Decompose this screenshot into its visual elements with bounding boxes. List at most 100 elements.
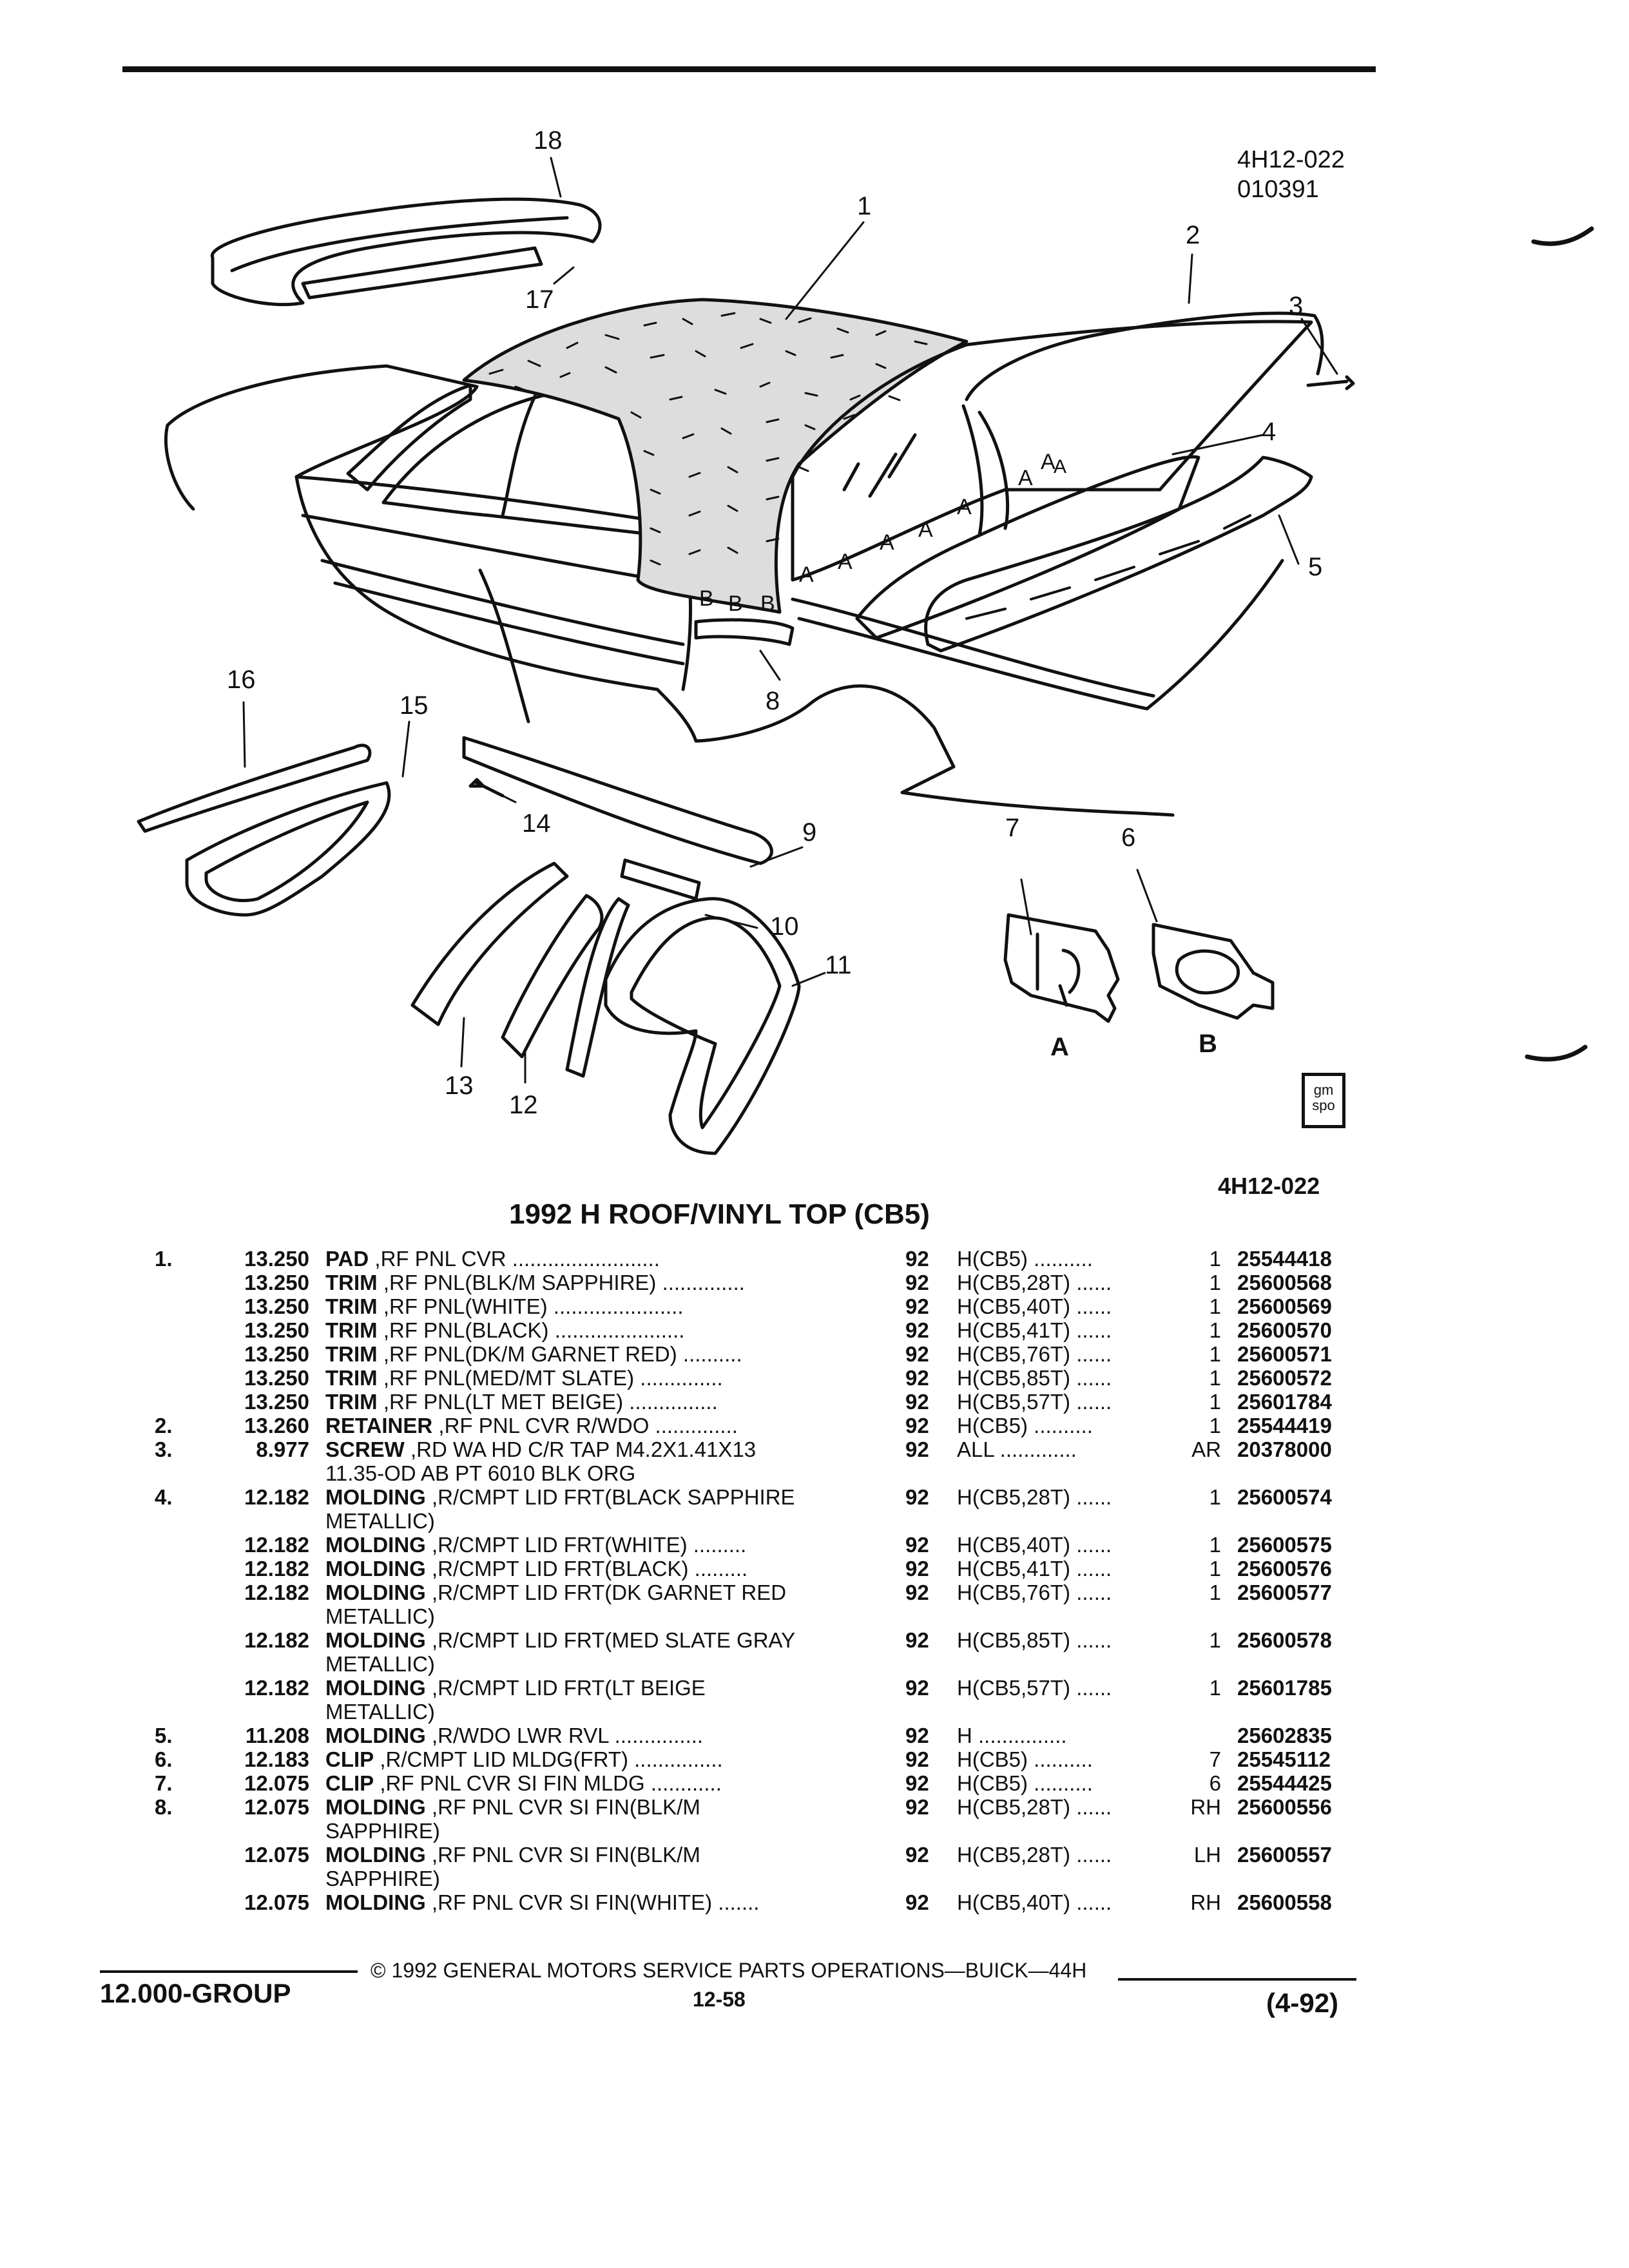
drawing-date: 010391: [1237, 176, 1319, 203]
quantity: 7: [1209, 1747, 1221, 1771]
part-10-molding: [620, 858, 701, 901]
series-code: H(CB5,41T) ......: [957, 1318, 1112, 1342]
part-number: 25600576: [1237, 1557, 1332, 1581]
part-name: MOLDING: [325, 1724, 426, 1747]
part-name: TRIM: [325, 1318, 378, 1342]
part-desc-continuation: METALLIC): [325, 1652, 435, 1676]
quantity: 1: [1209, 1294, 1221, 1318]
part-desc-text: ,RF PNL CVR SI FIN(WHITE) .......: [432, 1890, 760, 1914]
part-15-seal: [185, 781, 391, 917]
part-desc-text: ,R/WDO LWR RVL ...............: [432, 1724, 704, 1747]
item-number: 7.: [155, 1771, 173, 1795]
part-2-retainer: [961, 311, 1324, 537]
model-year: 92: [905, 1890, 929, 1914]
part-4-molding: [855, 455, 1200, 640]
footer-copyright: © 1992 GENERAL MOTORS SERVICE PARTS OPER…: [371, 1959, 1087, 1982]
part-name: RETAINER: [325, 1414, 433, 1437]
part-5-molding: [924, 456, 1313, 653]
footer-rule-left: [100, 1970, 358, 1973]
seal-label-a: A: [1018, 466, 1033, 490]
part-number: 25600575: [1237, 1533, 1332, 1557]
callout-6: 6: [1121, 823, 1136, 852]
part-name: SCREW: [325, 1437, 405, 1461]
model-year: 92: [905, 1366, 929, 1390]
part-desc-text: ,RF PNL(DK/M GARNET RED) ..........: [383, 1342, 742, 1366]
part-number: 25544419: [1237, 1414, 1332, 1437]
callout-11: 11: [825, 951, 852, 979]
series-code: H(CB5,40T) ......: [957, 1890, 1112, 1914]
part-13-strip: [410, 861, 569, 1026]
part-number: 25600570: [1237, 1318, 1332, 1342]
clip-b-label: B: [1199, 1030, 1217, 1058]
clip-a-label: A: [1050, 1033, 1069, 1061]
part-12-strip: [501, 894, 604, 1059]
seal-label-a: A: [918, 517, 933, 542]
part-number: 25600568: [1237, 1271, 1332, 1294]
callout-leaders: [242, 157, 1338, 1084]
series-code: H(CB5,28T) ......: [957, 1795, 1112, 1819]
part-number: 25544425: [1237, 1771, 1332, 1795]
quantity: 1: [1209, 1271, 1221, 1294]
clip-b-drawing: [1152, 923, 1275, 1020]
group-number: 12.075: [244, 1771, 309, 1795]
seal-label-a: A: [799, 562, 814, 587]
part-number: 25600557: [1237, 1843, 1332, 1867]
part-number: 25600578: [1237, 1628, 1332, 1652]
series-code: H(CB5,28T) ......: [957, 1271, 1112, 1294]
series-code: H(CB5,40T) ......: [957, 1533, 1112, 1557]
top-rule: [122, 66, 1376, 72]
model-year: 92: [905, 1533, 929, 1557]
seal-label-b: B: [760, 591, 775, 616]
part-desc-text: ,R/CMPT LID FRT(WHITE) .........: [432, 1533, 747, 1557]
part-desc-text: ,RF PNL CVR SI FIN(BLK/M: [432, 1843, 700, 1867]
part-number: 25600569: [1237, 1294, 1332, 1318]
model-year: 92: [905, 1294, 929, 1318]
part-description: MOLDING ,R/CMPT LID FRT(WHITE) .........: [325, 1533, 1028, 1557]
part-desc-text: ,R/CMPT LID FRT(BLACK) .........: [432, 1557, 748, 1581]
part-name: CLIP: [325, 1747, 374, 1771]
part-number: 25545112: [1237, 1747, 1331, 1771]
part-number: 25601784: [1237, 1390, 1332, 1414]
part-name: MOLDING: [325, 1533, 426, 1557]
part-number: 25601785: [1237, 1676, 1332, 1700]
part-name: MOLDING: [325, 1676, 426, 1700]
item-number: 8.: [155, 1795, 173, 1819]
item-number: 2.: [155, 1414, 173, 1437]
quantity: 1: [1209, 1414, 1221, 1437]
model-year: 92: [905, 1676, 929, 1700]
group-number: 12.182: [244, 1581, 309, 1604]
part-description: CLIP ,R/CMPT LID MLDG(FRT) .............…: [325, 1747, 1028, 1771]
part-number: 25544418: [1237, 1247, 1332, 1271]
part-number: 25600571: [1237, 1342, 1332, 1366]
part-5-dashes: [965, 514, 1251, 620]
part-number: 25600574: [1237, 1485, 1332, 1509]
callout-14: 14: [522, 809, 551, 838]
part-name: MOLDING: [325, 1581, 426, 1604]
part-1-roof-pad: [462, 298, 969, 614]
footer-group: 12.000-GROUP: [100, 1978, 291, 2008]
part-desc-text: ,R/CMPT LID FRT(LT BEIGE: [432, 1676, 706, 1700]
part-desc-text: ,RF PNL CVR .........................: [374, 1247, 660, 1271]
series-code: H ...............: [957, 1724, 1067, 1747]
item-number: 5.: [155, 1724, 173, 1747]
callout-13: 13: [445, 1072, 474, 1100]
series-code: H(CB5,76T) ......: [957, 1342, 1112, 1366]
part-18-groove: [230, 216, 569, 273]
gm-spo-logo: gm spo: [1302, 1073, 1345, 1128]
part-desc-text: ,RF PNL(WHITE) ......................: [383, 1294, 684, 1318]
series-code: H(CB5,28T) ......: [957, 1843, 1112, 1867]
rear-window: [791, 320, 1313, 582]
part-desc-text: ,R/CMPT LID MLDG(FRT) ...............: [380, 1747, 723, 1771]
group-number: 13.250: [244, 1390, 309, 1414]
part-desc-continuation: METALLIC): [325, 1509, 435, 1533]
quantity: RH: [1190, 1890, 1221, 1914]
group-number: 13.250: [244, 1271, 309, 1294]
part-name: TRIM: [325, 1342, 378, 1366]
